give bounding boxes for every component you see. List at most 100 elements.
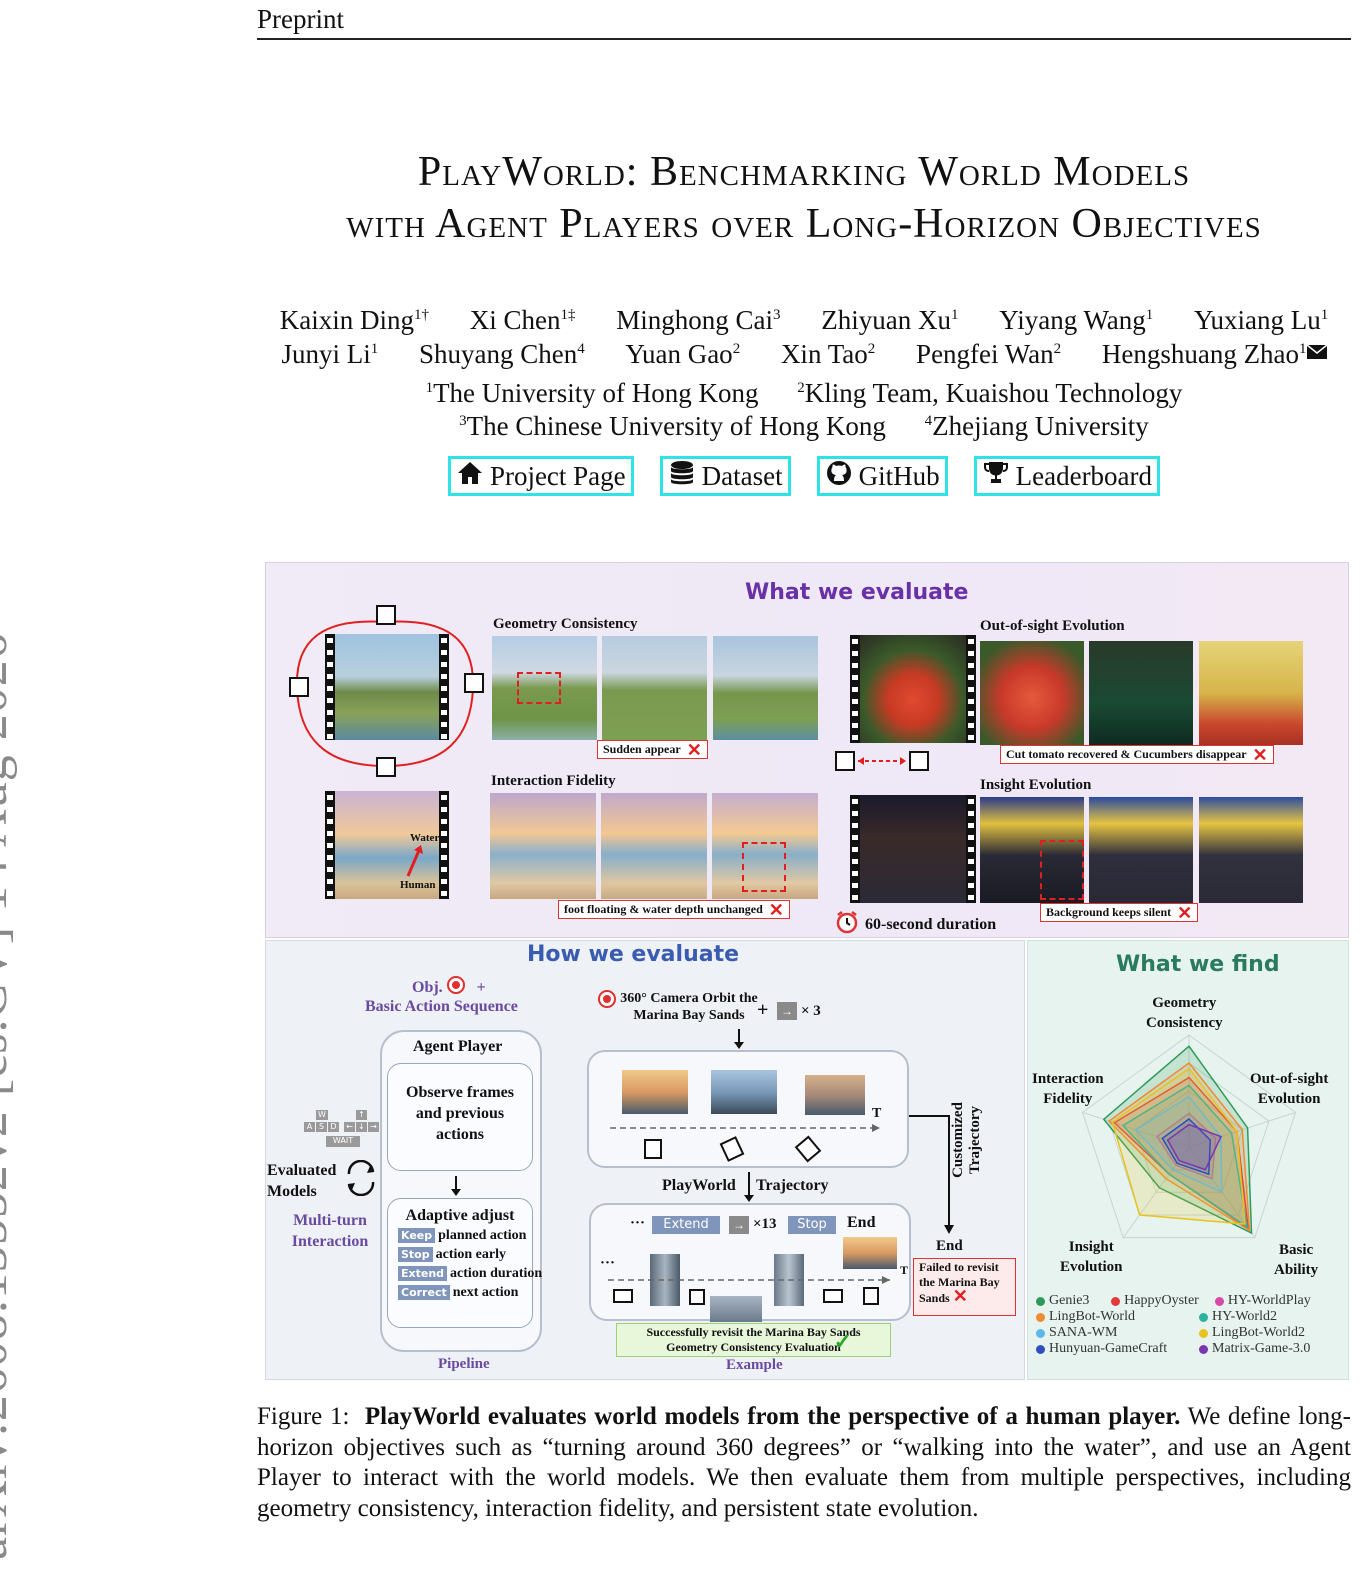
marina-frame-end — [843, 1237, 897, 1269]
customized-arrow — [909, 1115, 954, 1234]
right-arrow-key-icon: → — [729, 1216, 749, 1234]
author: Xi Chen1‡ — [469, 305, 576, 335]
radar-series-lingbot-world2 — [1111, 1067, 1246, 1225]
insight-evolution-label: Insight Evolution — [980, 777, 1092, 793]
agent-player-label: Agent Player — [413, 1038, 503, 1055]
project-links: Project Page Dataset GitHub Leaderboard — [257, 456, 1351, 496]
author: Yiyang Wang1 — [999, 305, 1154, 335]
legend-item: LingBot-World2 — [1199, 1325, 1346, 1341]
human-label: Human — [400, 879, 436, 891]
success-box: Successfully revisit the Marina Bay Sand… — [616, 1323, 891, 1357]
customized-trajectory-label: Customized Trajectory — [950, 1102, 983, 1178]
figure-caption: Figure 1: PlayWorld evaluates world mode… — [257, 1403, 1351, 1522]
trajectory-2-diagram — [608, 1276, 890, 1305]
radar-series-genie3 — [1102, 1045, 1253, 1235]
example-times3: × 3 — [801, 1003, 821, 1019]
project-page-link[interactable]: Project Page — [447, 456, 634, 496]
header-rule — [257, 38, 1351, 40]
interaction-frame-1 — [490, 793, 596, 899]
refresh-icon — [347, 1160, 375, 1196]
example-objective: 360° Camera Orbit the Marina Bay Sands — [598, 990, 758, 1024]
marina-frame-2 — [711, 1070, 777, 1114]
trajectory-label: Trajectory — [756, 1177, 829, 1194]
interaction-frame-3 — [712, 793, 818, 899]
author: Hengshuang Zhao1 — [1102, 339, 1328, 369]
legend-item: HY-World2 — [1199, 1309, 1346, 1325]
example-caption: Example — [726, 1357, 783, 1373]
radar-grid-ring — [1081, 1034, 1297, 1239]
author: Minghong Cai3 — [616, 305, 781, 335]
mail-icon[interactable] — [1306, 333, 1328, 367]
marina-frame-3 — [805, 1075, 865, 1115]
basic-action-label: Basic Action Sequence — [365, 998, 518, 1015]
sudden-appear-tag: Sudden appear✕ — [597, 740, 708, 759]
paper-title-line2: with Agent Players over Long-Horizon Obj… — [346, 201, 1262, 247]
times13: ×13 — [753, 1216, 777, 1232]
geometry-frame-2 — [602, 636, 707, 740]
authors-row-2: Junyi Li1 Shuyang Chen4 Yuan Gao2 Xin Ta… — [257, 332, 1351, 371]
cross-icon: ✕ — [768, 899, 784, 920]
arrow-down-icon — [451, 1176, 461, 1196]
end-label-2: End — [936, 1238, 963, 1254]
highlight-box — [1040, 840, 1084, 900]
affiliations-row-1: 1The University of Hong Kong 2Kling Team… — [257, 378, 1351, 409]
geometry-frame-3 — [713, 636, 818, 740]
affiliation: 2Kling Team, Kuaishou Technology — [797, 378, 1183, 408]
street-frame-2 — [1089, 797, 1193, 903]
radar-axis-line — [1122, 1146, 1190, 1238]
author: Kaixin Ding1† — [279, 305, 429, 335]
arrow-down-icon — [734, 1029, 744, 1049]
figure-panel-what-we-find — [1027, 940, 1349, 1380]
alarm-clock-icon — [835, 910, 859, 939]
right-arrow-key-icon: → — [777, 1002, 797, 1020]
street-frame-3 — [1199, 797, 1303, 903]
highlight-box — [742, 842, 786, 892]
marina-frame-4 — [650, 1254, 680, 1306]
tomato-frame-1 — [980, 641, 1084, 745]
author: Xin Tao2 — [780, 339, 876, 369]
affiliation: 3The Chinese University of Hong Kong — [459, 411, 886, 441]
interaction-frame-2 — [601, 793, 707, 899]
affiliation: 1The University of Hong Kong — [425, 378, 759, 408]
evaluated-models-label: Evaluated Models — [267, 1162, 337, 1200]
end-label: End — [847, 1214, 876, 1231]
t-label-2: T — [900, 1263, 909, 1277]
dataset-link[interactable]: Dataset — [659, 456, 791, 496]
objective-label: Obj. + — [412, 976, 486, 999]
tomato-frame-2 — [1089, 641, 1193, 745]
t-label: T — [872, 1106, 882, 1121]
dots-1: ··· — [630, 1215, 646, 1231]
arxiv-stamp: arXiv:2608.13552v2 [cs.CV] 14 Aug 2026 — [0, 632, 18, 1560]
legend-item: HappyOyster — [1111, 1293, 1199, 1309]
cross-icon: ✕ — [686, 739, 702, 760]
marina-frame-6 — [710, 1296, 762, 1322]
authors-row-1: Kaixin Ding1† Xi Chen1‡ Minghong Cai3 Zh… — [257, 298, 1351, 337]
trophy-icon — [982, 459, 1010, 494]
author: Zhiyuan Xu1 — [821, 305, 959, 335]
stop-tag: Stop — [788, 1216, 836, 1234]
extend-tag: Extend — [652, 1216, 720, 1234]
legend-item: LingBot-World — [1036, 1309, 1183, 1325]
author: Yuan Gao2 — [625, 339, 741, 369]
camera-swap-diagram — [835, 751, 929, 771]
multi-turn-label: Multi-turn Interaction — [291, 1212, 369, 1250]
leaderboard-link[interactable]: Leaderboard — [973, 456, 1161, 496]
legend-item: Matrix-Game-3.0 — [1199, 1341, 1346, 1357]
tomato-frame-3 — [1199, 641, 1303, 745]
foot-floating-tag: foot floating & water depth unchanged✕ — [558, 900, 790, 919]
highlight-box — [517, 672, 561, 704]
fountain-filmstrip — [325, 634, 449, 740]
affiliation: 4Zhejiang University — [924, 411, 1149, 441]
arrow-down-icon — [744, 1172, 754, 1202]
database-icon — [668, 459, 696, 494]
author: Junyi Li1 — [281, 339, 379, 369]
github-link[interactable]: GitHub — [816, 456, 948, 496]
pipeline-caption: Pipeline — [438, 1356, 490, 1372]
